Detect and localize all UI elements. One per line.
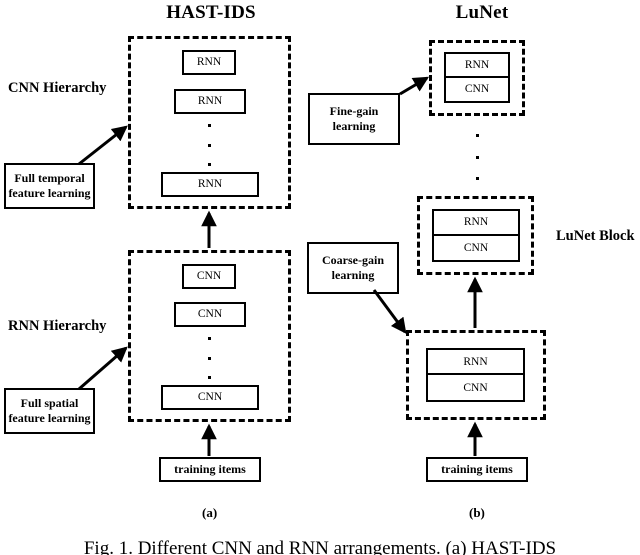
panel-a-cnn-layer-n-label: CNN (197, 391, 223, 404)
panel-a-cnn-layer-2: CNN (174, 302, 246, 327)
full-temporal-line-2: feature learning (8, 186, 91, 200)
panel-a-cnn-layer-1-label: CNN (196, 270, 222, 283)
lunet-block-middle-dashed (417, 196, 534, 275)
coarse-gain-line-1: Coarse-gain (322, 253, 384, 267)
panel-b-subfig-label: (b) (469, 505, 485, 520)
arrow-fine-gain-to-lunet-block-top (399, 76, 430, 96)
panel-a-cnn-layer-n: CNN (161, 385, 259, 410)
panel-a-cnn-layer-1: CNN (182, 264, 236, 289)
panel-a-cnn-layer-2-label: CNN (197, 308, 223, 321)
arrow-full-spatial-to-rnn-hierarchy (78, 346, 128, 391)
fine-gain-learning-box: Fine-gain learning (308, 93, 400, 145)
full-spatial-line-1: Full spatial (20, 396, 79, 410)
panel-a-rnn-layer-n-label: RNN (197, 178, 223, 191)
panel-a-rnn-layer-1: RNN (182, 50, 236, 75)
arrow-coarse-gain-to-lunet-block-bottom (372, 289, 407, 334)
panel-a-full-temporal-feature-learning-box: Full temporal feature learning (4, 163, 95, 209)
panel-a-training-items-label: training items (174, 462, 246, 476)
panel-a-rnn-layer-n: RNN (161, 172, 259, 197)
arrow-full-temporal-to-cnn-hierarchy (78, 125, 128, 166)
panel-a-full-spatial-feature-learning-box: Full spatial feature learning (4, 388, 95, 434)
lunet-block-top-dashed (429, 40, 525, 116)
lunet-block-middle-rnn: RNN (434, 211, 518, 236)
panel-a-label-rnn-hierarchy: RNN Hierarchy (8, 318, 107, 334)
coarse-gain-line-2: learning (331, 268, 375, 282)
lunet-block-bottom-stack: RNN CNN (426, 348, 525, 402)
panel-a-title: HAST-IDS (166, 2, 256, 23)
panel-a-rnn-layer-2: RNN (174, 89, 246, 114)
lunet-block-middle-stack: RNN CNN (432, 209, 520, 262)
panel-a-label-cnn-hierarchy: CNN Hierarchy (8, 80, 107, 96)
lunet-block-bottom-cnn: CNN (463, 381, 488, 394)
panel-b-ellipsis (474, 134, 480, 180)
fine-gain-line-2: learning (332, 119, 376, 133)
lunet-block-bottom-dashed (406, 330, 546, 420)
panel-b-training-items-label: training items (441, 462, 513, 476)
lunet-block-middle-cnn: CNN (463, 241, 489, 254)
panel-a-cnn-hierarchy-group (128, 36, 291, 209)
panel-b-training-items-box: training items (426, 457, 528, 482)
panel-b-title: LuNet (455, 2, 509, 23)
figure-caption: Fig. 1. Different CNN and RNN arrangemen… (83, 538, 557, 555)
panel-a-rnn-hierarchy-group (128, 250, 291, 422)
full-spatial-line-2: feature learning (8, 411, 91, 425)
fine-gain-line-1: Fine-gain (329, 104, 379, 118)
lunet-block-bottom-rnn: RNN (428, 350, 523, 375)
panel-a-training-items-box: training items (159, 457, 261, 482)
lunet-block-label: LuNet Block (556, 228, 635, 244)
panel-a-rnn-layer-2-label: RNN (197, 95, 223, 108)
lunet-block-top-cnn: CNN (464, 83, 490, 96)
lunet-block-top-rnn: RNN (446, 54, 508, 78)
coarse-gain-learning-box: Coarse-gain learning (307, 242, 399, 294)
full-temporal-line-1: Full temporal (14, 171, 85, 185)
panel-a-rnn-layer-1-label: RNN (196, 56, 222, 69)
panel-a-cnn-hierarchy-ellipsis (206, 124, 212, 166)
panel-a-rnn-hierarchy-ellipsis (206, 337, 212, 379)
panel-a-subfig-label: (a) (202, 505, 218, 520)
lunet-block-top-stack: RNN CNN (444, 52, 510, 103)
